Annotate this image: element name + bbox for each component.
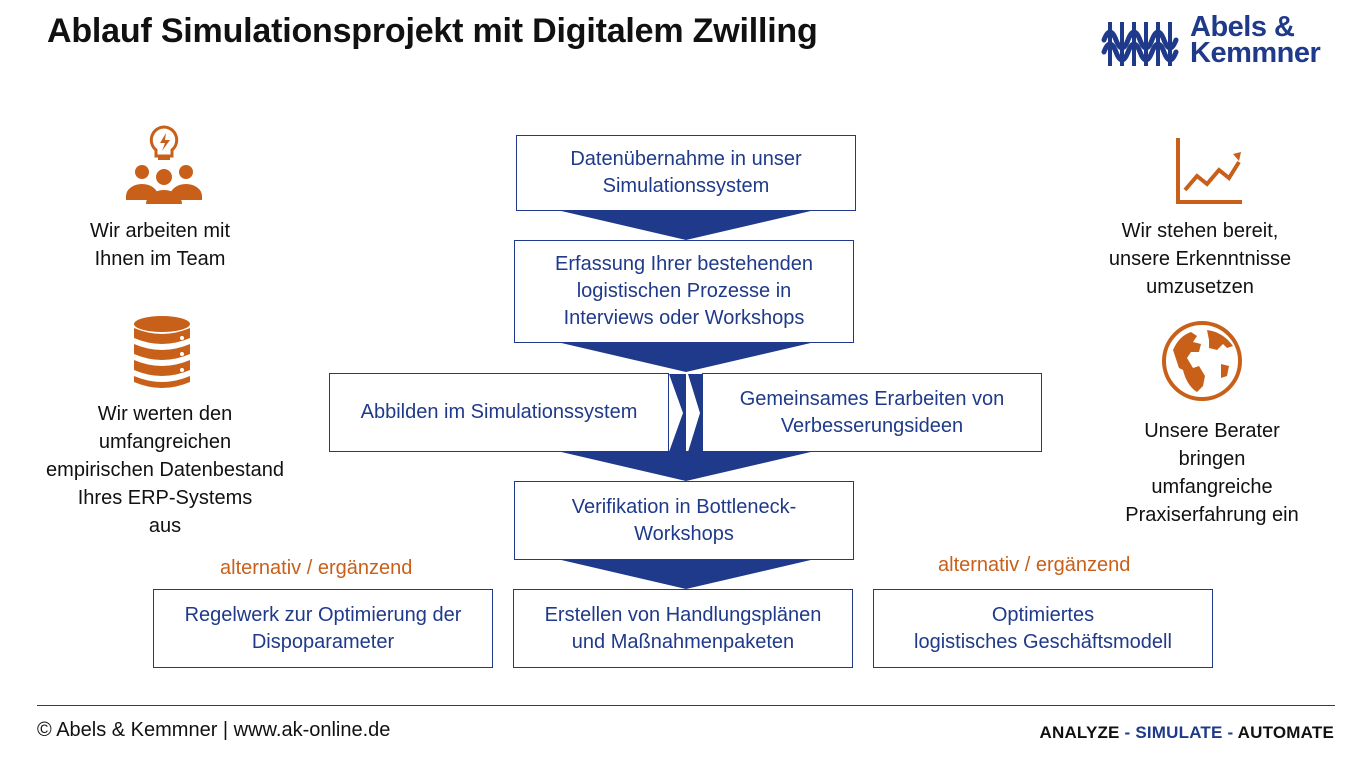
chevron-right-icon bbox=[688, 374, 703, 452]
team-lightbulb-icon bbox=[126, 125, 202, 204]
logo-text: Abels & Kemmner bbox=[1190, 11, 1321, 69]
step-verification: Verifikation in Bottleneck-Workshops bbox=[514, 481, 854, 560]
step-model-in-simulation: Abbilden im Simulationssystem bbox=[329, 373, 669, 452]
footer-copyright: © Abels & Kemmner | www.ak-online.de bbox=[37, 719, 391, 741]
data-text: Wir werten den umfangreichen empirischen… bbox=[46, 403, 284, 537]
ready-text: Wir stehen bereit, unsere Erkenntnisse u… bbox=[1108, 220, 1292, 298]
page-title: Ablauf Simulationsprojekt mit Digitalem … bbox=[47, 12, 818, 50]
alternative-label-left: alternativ / ergänzend bbox=[220, 557, 413, 579]
chevron-down-icon bbox=[557, 559, 815, 589]
chevron-right-icon bbox=[669, 374, 686, 452]
team-text: Wir arbeiten mit Ihnen im Team bbox=[89, 220, 231, 270]
alternative-label-right: alternativ / ergänzend bbox=[938, 554, 1131, 576]
chevron-down-icon bbox=[557, 342, 815, 372]
chevron-down-icon bbox=[557, 210, 815, 240]
chevron-down-icon bbox=[557, 451, 815, 481]
trend-chart-icon bbox=[1176, 138, 1242, 204]
database-icon bbox=[134, 316, 190, 388]
footer-divider bbox=[37, 705, 1335, 706]
footer-tagline: ANALYZE - SIMULATE - AUTOMATE bbox=[1039, 723, 1334, 742]
globe-icon bbox=[1162, 321, 1242, 401]
consultants-text: Unsere Berater bringen umfangreiche Prax… bbox=[1125, 420, 1299, 526]
logo-mark-icon bbox=[1101, 22, 1179, 66]
